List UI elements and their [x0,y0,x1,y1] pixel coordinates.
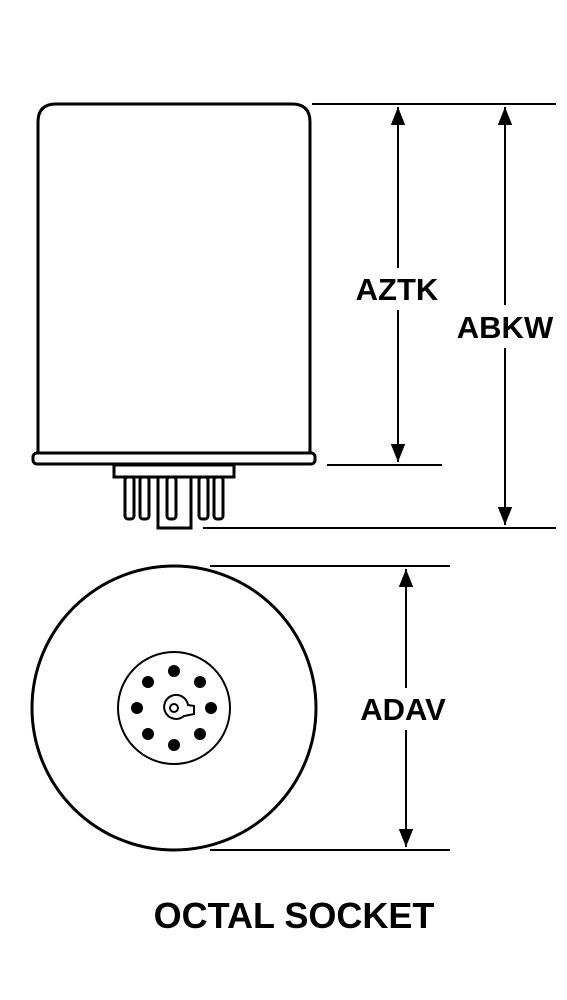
side-view [31,102,317,530]
bottom-view [30,564,318,852]
socket-pin-5 [168,739,180,751]
dimension-adav: ADAV [210,565,450,851]
socket-pin-1 [168,665,180,677]
relay-outer-circle [30,564,318,852]
pin-1 [123,475,136,521]
dimension-label-abkw: ABKW [457,310,554,345]
dimension-abkw: ABKW [203,107,556,529]
center-key-post [163,693,195,720]
pin-3 [165,475,178,521]
relay-base-flange [31,451,317,466]
center-key-hole [169,703,179,713]
socket-pin-6 [142,728,154,740]
pin-4 [197,475,210,521]
pin-2 [138,475,151,521]
socket-pin-2 [194,676,206,688]
socket-pin-8 [142,676,154,688]
socket-pin-4 [194,728,206,740]
socket-pin-7 [131,702,143,714]
keyed-center-post [156,477,193,530]
pin-5 [212,475,225,521]
plug-header [112,463,236,479]
socket-ring [117,651,231,765]
dimension-label-adav: ADAV [360,692,446,727]
socket-pin-3 [205,702,217,714]
diagram-caption: OCTAL SOCKET [154,895,435,936]
dimension-aztk: AZTK [312,103,556,466]
dimension-label-aztk: AZTK [356,272,439,307]
relay-can-body [36,102,312,452]
